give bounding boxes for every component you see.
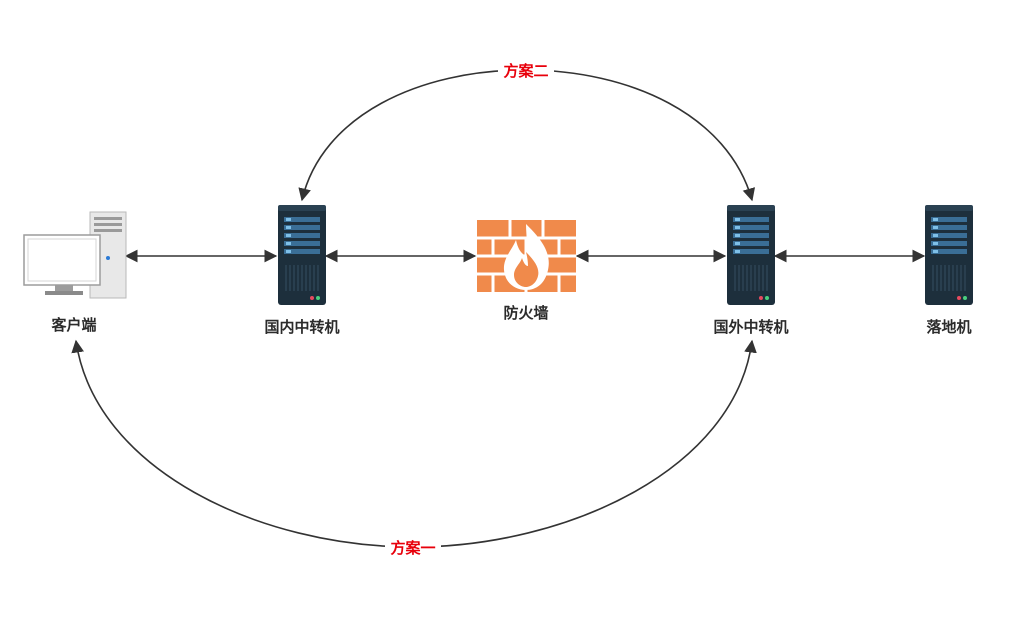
plan-one-label: 方案一 [390, 539, 435, 557]
domestic-relay-server-icon [278, 205, 326, 305]
plan-two-label: 方案二 [503, 62, 548, 80]
plan-two-label-bg [498, 60, 554, 80]
overseas-relay-server-icon [727, 205, 775, 305]
landing-label: 落地机 [926, 318, 971, 336]
firewall-label: 防火墙 [503, 304, 548, 322]
desktop-computer-icon [23, 211, 127, 299]
firewall-icon [477, 220, 576, 292]
landing-server-icon [925, 205, 973, 305]
overseas-relay-label: 国外中转机 [713, 318, 788, 336]
client-label: 客户端 [50, 316, 96, 334]
plan-one-curve [71, 339, 757, 548]
plan-two-curve [298, 69, 756, 202]
domestic-relay-label: 国内中转机 [264, 318, 339, 336]
plan-one-label-bg [385, 537, 441, 557]
